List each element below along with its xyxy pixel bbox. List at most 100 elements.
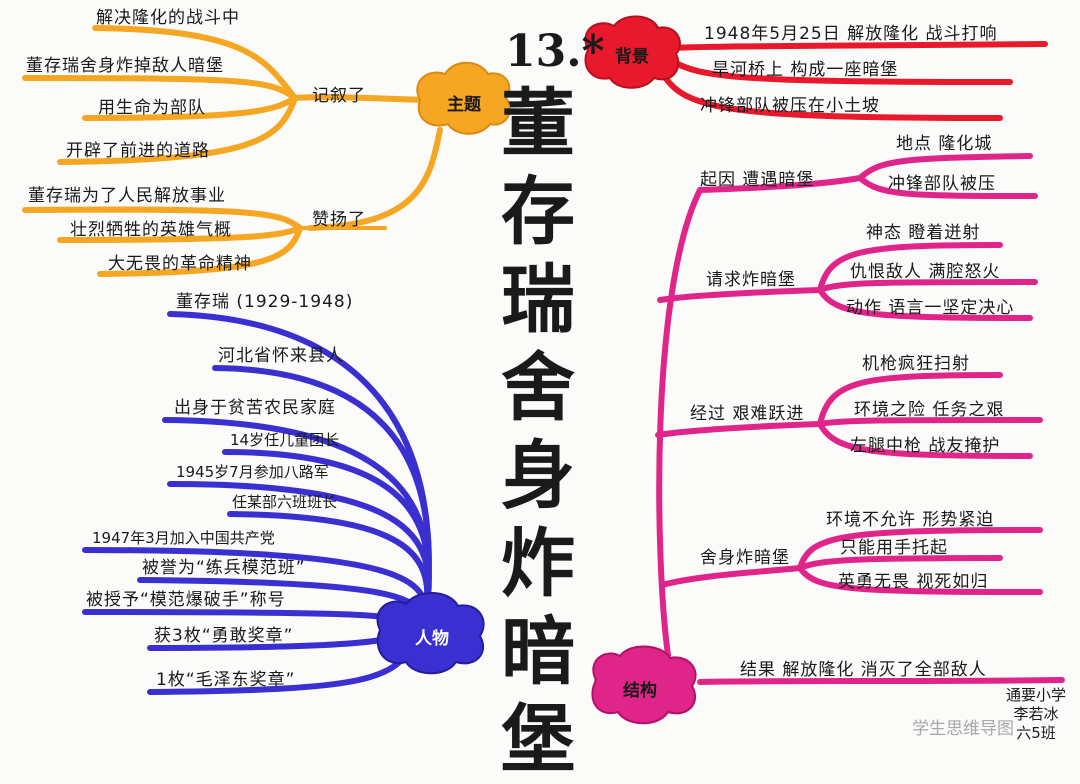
structure-process-item: 左腿中枪 战友掩护: [850, 436, 1001, 456]
structure-sacrifice-item: 环境不允许 形势紧迫: [826, 510, 995, 530]
request-item-1: [817, 242, 1003, 293]
title-char: 舍: [501, 345, 575, 431]
process-item-1: [817, 372, 1003, 427]
branch-lines: [22, 15, 1065, 725]
signature-school: 通要小学: [1005, 686, 1066, 704]
background-label: 背景: [615, 47, 649, 67]
author-signature: 通要小学 李若冰 六5班: [996, 686, 1076, 743]
person-label: 人物: [415, 629, 449, 649]
sacrifice-item-3: [797, 565, 1043, 595]
background-branches: [657, 41, 1048, 121]
structure-cloud-shape: [591, 645, 697, 725]
theme-to-praise: [307, 127, 443, 231]
structure-sacrifice-item: 英勇无畏 视死如归: [838, 572, 989, 592]
structure-process-item: 环境之险 任务之艰: [854, 400, 1005, 420]
result-branch: [697, 677, 1065, 685]
person-item: 14岁任儿童团长: [230, 431, 340, 449]
cause-item-2: [857, 175, 1038, 199]
title-char: 瑞: [501, 257, 575, 343]
structure-request-item: 动作 语言一坚定决心: [846, 298, 1015, 318]
signature-name: 李若冰: [1013, 705, 1059, 723]
theme-narrate-item: 解决隆化的战斗中: [96, 8, 240, 28]
theme-praise-item: 大无畏的革命精神: [108, 254, 252, 274]
lesson-number: 13.*: [505, 26, 605, 77]
background-item: 1948年5月25日 解放隆化 战斗打响: [704, 24, 998, 44]
process-item-2: [817, 417, 1043, 427]
structure-cause-item: 冲锋部队被压: [888, 174, 996, 194]
person-item: 董存瑞 (1929-1948): [176, 292, 354, 312]
person-item: 任某部六班班长: [232, 493, 338, 511]
theme-branches: [22, 25, 443, 277]
title-char: 堡: [501, 697, 575, 783]
theme-label: 主题: [447, 95, 481, 115]
sacrifice-item-1: [797, 527, 1043, 571]
theme-narrate-label: 记叙了: [312, 86, 366, 106]
structure-result: 结果 解放隆化 消灭了全部敌人: [740, 660, 987, 680]
lesson-title: 董存瑞舍身炸暗堡: [490, 80, 586, 784]
theme-praise-label: 赞扬了: [312, 210, 366, 230]
structure-sacrifice-label: 舍身炸暗堡: [700, 548, 790, 568]
process-item-3: [817, 421, 1033, 459]
title-char: 炸: [501, 521, 575, 607]
person-item: 被誉为“练兵模范班”: [142, 558, 306, 578]
praise-branch-1: [22, 206, 303, 231]
narrate-branch-1: [92, 25, 298, 101]
praise-branch-3: [97, 225, 303, 277]
cause-branch: [697, 175, 863, 193]
person-item: 1947年3月加入中国共产党: [92, 529, 275, 547]
process-branch: [655, 421, 823, 438]
theme-praise-item: 董存瑞为了人民解放事业: [28, 186, 226, 206]
request-branch: [657, 287, 823, 303]
background-branch-1: [667, 41, 1048, 51]
title-char: 暗: [501, 609, 575, 695]
watermark: 学生思维导图: [912, 719, 1014, 739]
structure-cause-label: 起因 遭遇暗堡: [700, 170, 815, 190]
person-item: 1945岁7月参加八路军: [176, 463, 329, 481]
structure-sacrifice-item: 只能用手托起: [840, 538, 948, 558]
theme-cloud: [416, 61, 511, 135]
title-char: 存: [501, 169, 575, 255]
theme-narrate-item: 开辟了前进的道路: [66, 141, 210, 161]
sacrifice-branch: [659, 565, 803, 588]
structure-branches: [655, 153, 1065, 685]
background-item: 冲锋部队被压在小土坡: [700, 96, 880, 116]
sacrifice-item-2: [797, 555, 1003, 571]
structure-request-label: 请求炸暗堡: [706, 270, 796, 290]
title-char: 董: [501, 81, 575, 167]
request-item-3: [817, 287, 1033, 321]
structure-cause-item: 地点 隆化城: [896, 134, 993, 154]
person-cloud-shape: [376, 591, 485, 675]
person-item: 出身于贫苦农民家庭: [174, 398, 336, 418]
structure-trunk: [656, 187, 703, 658]
background-cloud: [584, 15, 681, 89]
background-item: 旱河桥上 构成一座暗堡: [712, 60, 899, 80]
person-item: 1枚“毛泽东奖章”: [156, 670, 296, 690]
mind-map: 13.* 董存瑞舍身炸暗堡 主题 背景 人物 结构 记叙了 解决隆化的战斗中 董…: [22, 8, 1076, 783]
structure-request-item: 神态 瞪着迸射: [866, 223, 981, 243]
theme-narrate-item: 董存瑞舍身炸掉敌人暗堡: [26, 56, 224, 76]
narrate-branch-3: [82, 95, 298, 121]
request-item-2: [817, 279, 1038, 293]
cause-item-1: [857, 153, 1033, 181]
background-branch-2: [667, 57, 1013, 85]
structure-request-item: 仇恨敌人 满腔怒火: [850, 262, 1001, 282]
narrate-branch-4: [57, 95, 298, 165]
theme-praise-item: 壮烈牺牲的英雄气概: [70, 220, 232, 240]
person-item: 被授予“模范爆破手”称号: [86, 590, 286, 610]
structure-label: 结构: [623, 681, 657, 701]
title-char: 身: [501, 433, 575, 519]
theme-narrate-item: 用生命为部队: [98, 98, 206, 118]
background-cloud-shape: [584, 15, 681, 89]
background-branch-3: [657, 65, 1003, 121]
person-item: 获3枚“勇敢奖章”: [154, 626, 294, 646]
person-branch-9: [82, 609, 413, 628]
signature-class: 六5班: [1016, 724, 1056, 742]
structure-cloud: [591, 645, 697, 725]
theme-cloud-shape: [416, 61, 511, 135]
person-cloud: [376, 591, 485, 675]
structure-process-item: 机枪疯狂扫射: [862, 354, 970, 374]
narrate-branch-2: [22, 75, 298, 101]
praise-branch-2: [57, 225, 303, 243]
structure-process-label: 经过 艰难跃进: [690, 404, 805, 424]
person-item: 河北省怀来县人: [218, 346, 344, 366]
